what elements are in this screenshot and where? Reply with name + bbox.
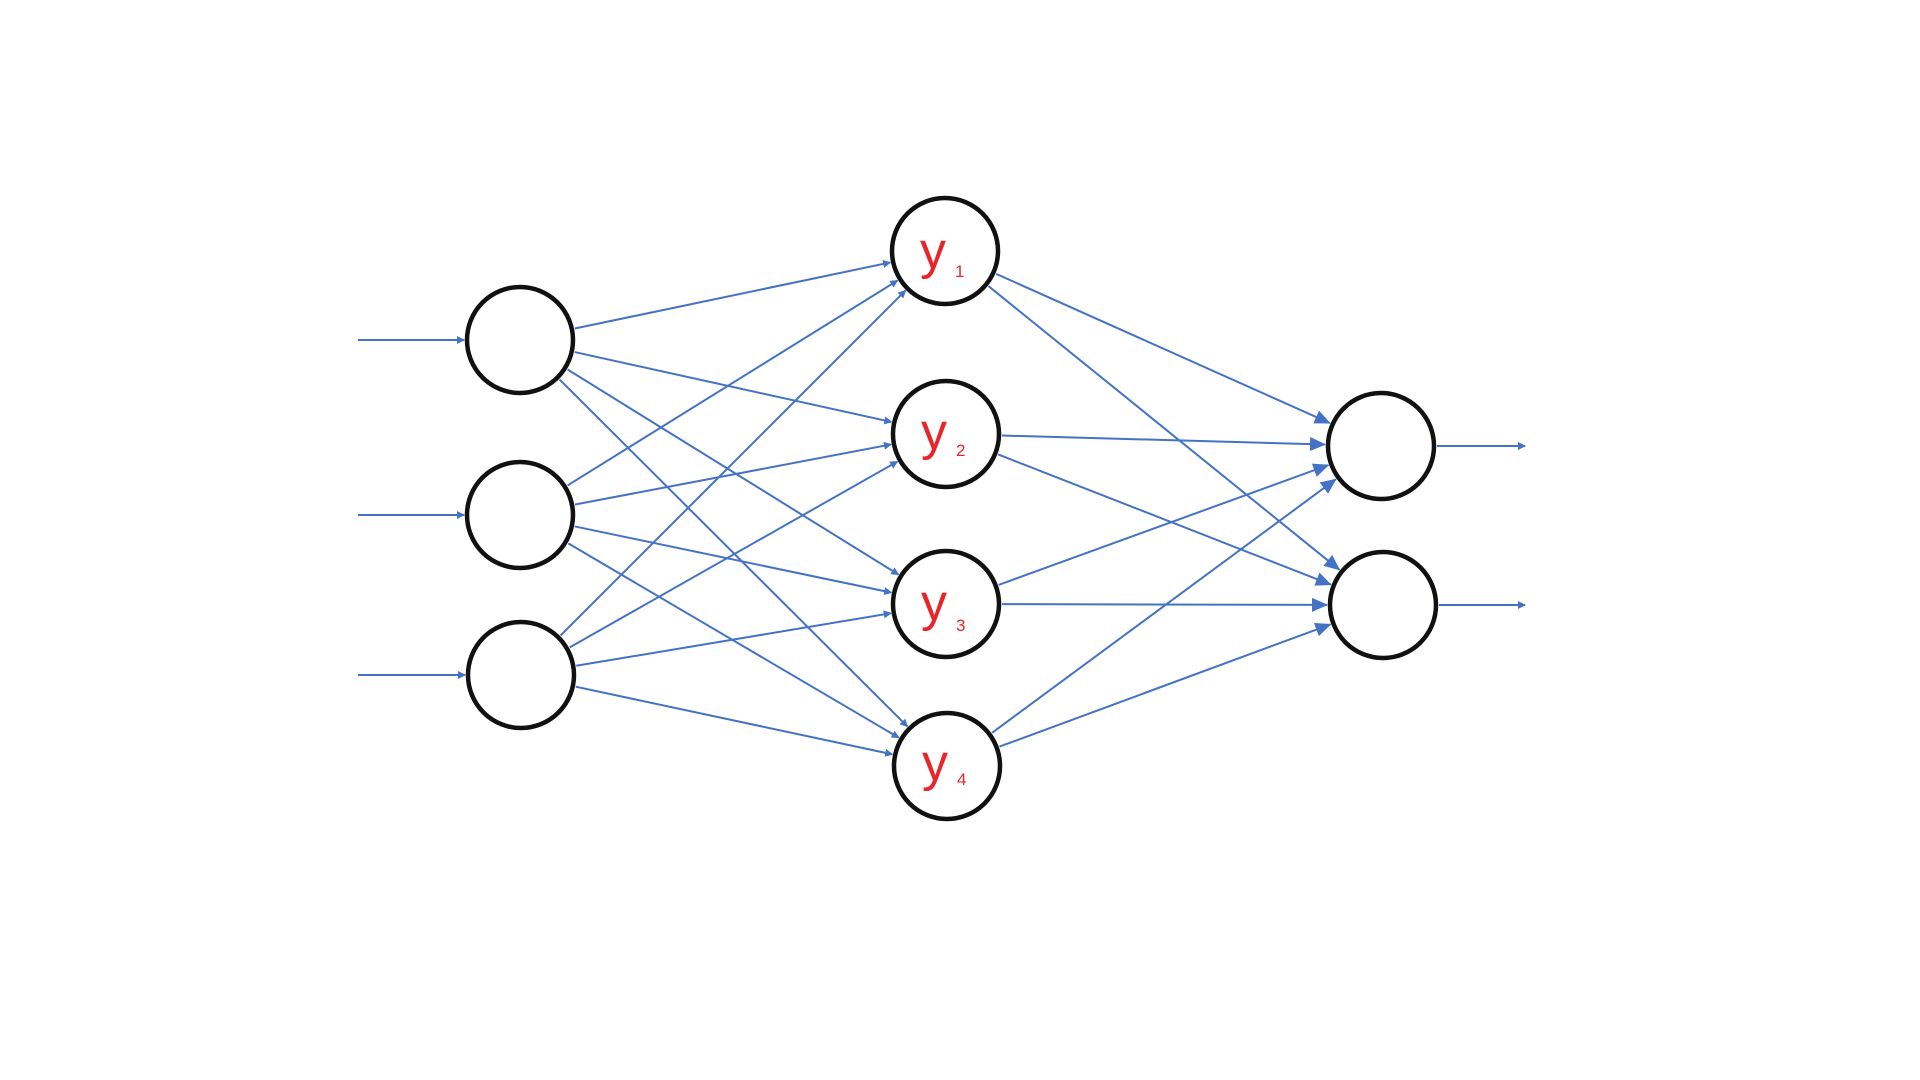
hidden-layer: y 1 y 2 y 3 y 4 bbox=[889, 195, 1003, 822]
hidden-node-2-letter: y bbox=[921, 403, 947, 461]
output-node-2 bbox=[1327, 549, 1439, 661]
edge-input-3-to-2 bbox=[569, 460, 899, 649]
edge-hidden-1-to-2 bbox=[987, 285, 1341, 571]
edge-input-1-to-3 bbox=[567, 368, 900, 576]
input-node-2 bbox=[464, 459, 576, 571]
hidden-node-3-letter: y bbox=[921, 574, 947, 632]
edge-hidden-3-to-1 bbox=[998, 463, 1330, 586]
hidden-node-2: y 2 bbox=[890, 378, 1002, 490]
edge-hidden-4-to-1 bbox=[991, 478, 1337, 734]
edge-input-3-to-3 bbox=[576, 610, 892, 667]
hidden-node-3-index: 3 bbox=[956, 616, 965, 635]
edge-input-1-to-4 bbox=[558, 378, 909, 728]
input-node-1 bbox=[464, 284, 576, 396]
edge-hidden-4-to-2 bbox=[999, 623, 1332, 748]
hidden-node-3: y 3 bbox=[890, 548, 1002, 660]
hidden-node-4-letter: y bbox=[922, 734, 948, 792]
output-layer bbox=[1325, 390, 1439, 661]
edge-input-3-to-4 bbox=[575, 685, 894, 757]
edge-input-2-to-1 bbox=[567, 279, 899, 487]
edge-hidden-2-to-1 bbox=[1001, 434, 1327, 452]
output-node-1 bbox=[1325, 390, 1437, 502]
edge-input-1-to-1 bbox=[574, 259, 892, 330]
hidden-node-1: y 1 bbox=[889, 195, 1001, 307]
edge-hidden-2-to-2 bbox=[997, 453, 1332, 586]
edge-hidden-1-to-1 bbox=[995, 272, 1331, 425]
hidden-node-4: y 4 bbox=[891, 710, 1003, 822]
edge-input-1-to-2 bbox=[574, 351, 893, 425]
input-node-3 bbox=[465, 619, 577, 731]
input-layer bbox=[464, 284, 577, 731]
hidden-node-2-index: 2 bbox=[956, 441, 965, 460]
edge-input-3-to-1 bbox=[559, 289, 907, 637]
hidden-node-4-index: 4 bbox=[957, 770, 966, 789]
connections bbox=[358, 259, 1526, 757]
edge-input-2-to-3 bbox=[574, 525, 893, 596]
hidden-node-1-index: 1 bbox=[955, 262, 964, 281]
edge-input-2-to-2 bbox=[574, 441, 892, 506]
hidden-node-1-letter: y bbox=[920, 222, 946, 280]
